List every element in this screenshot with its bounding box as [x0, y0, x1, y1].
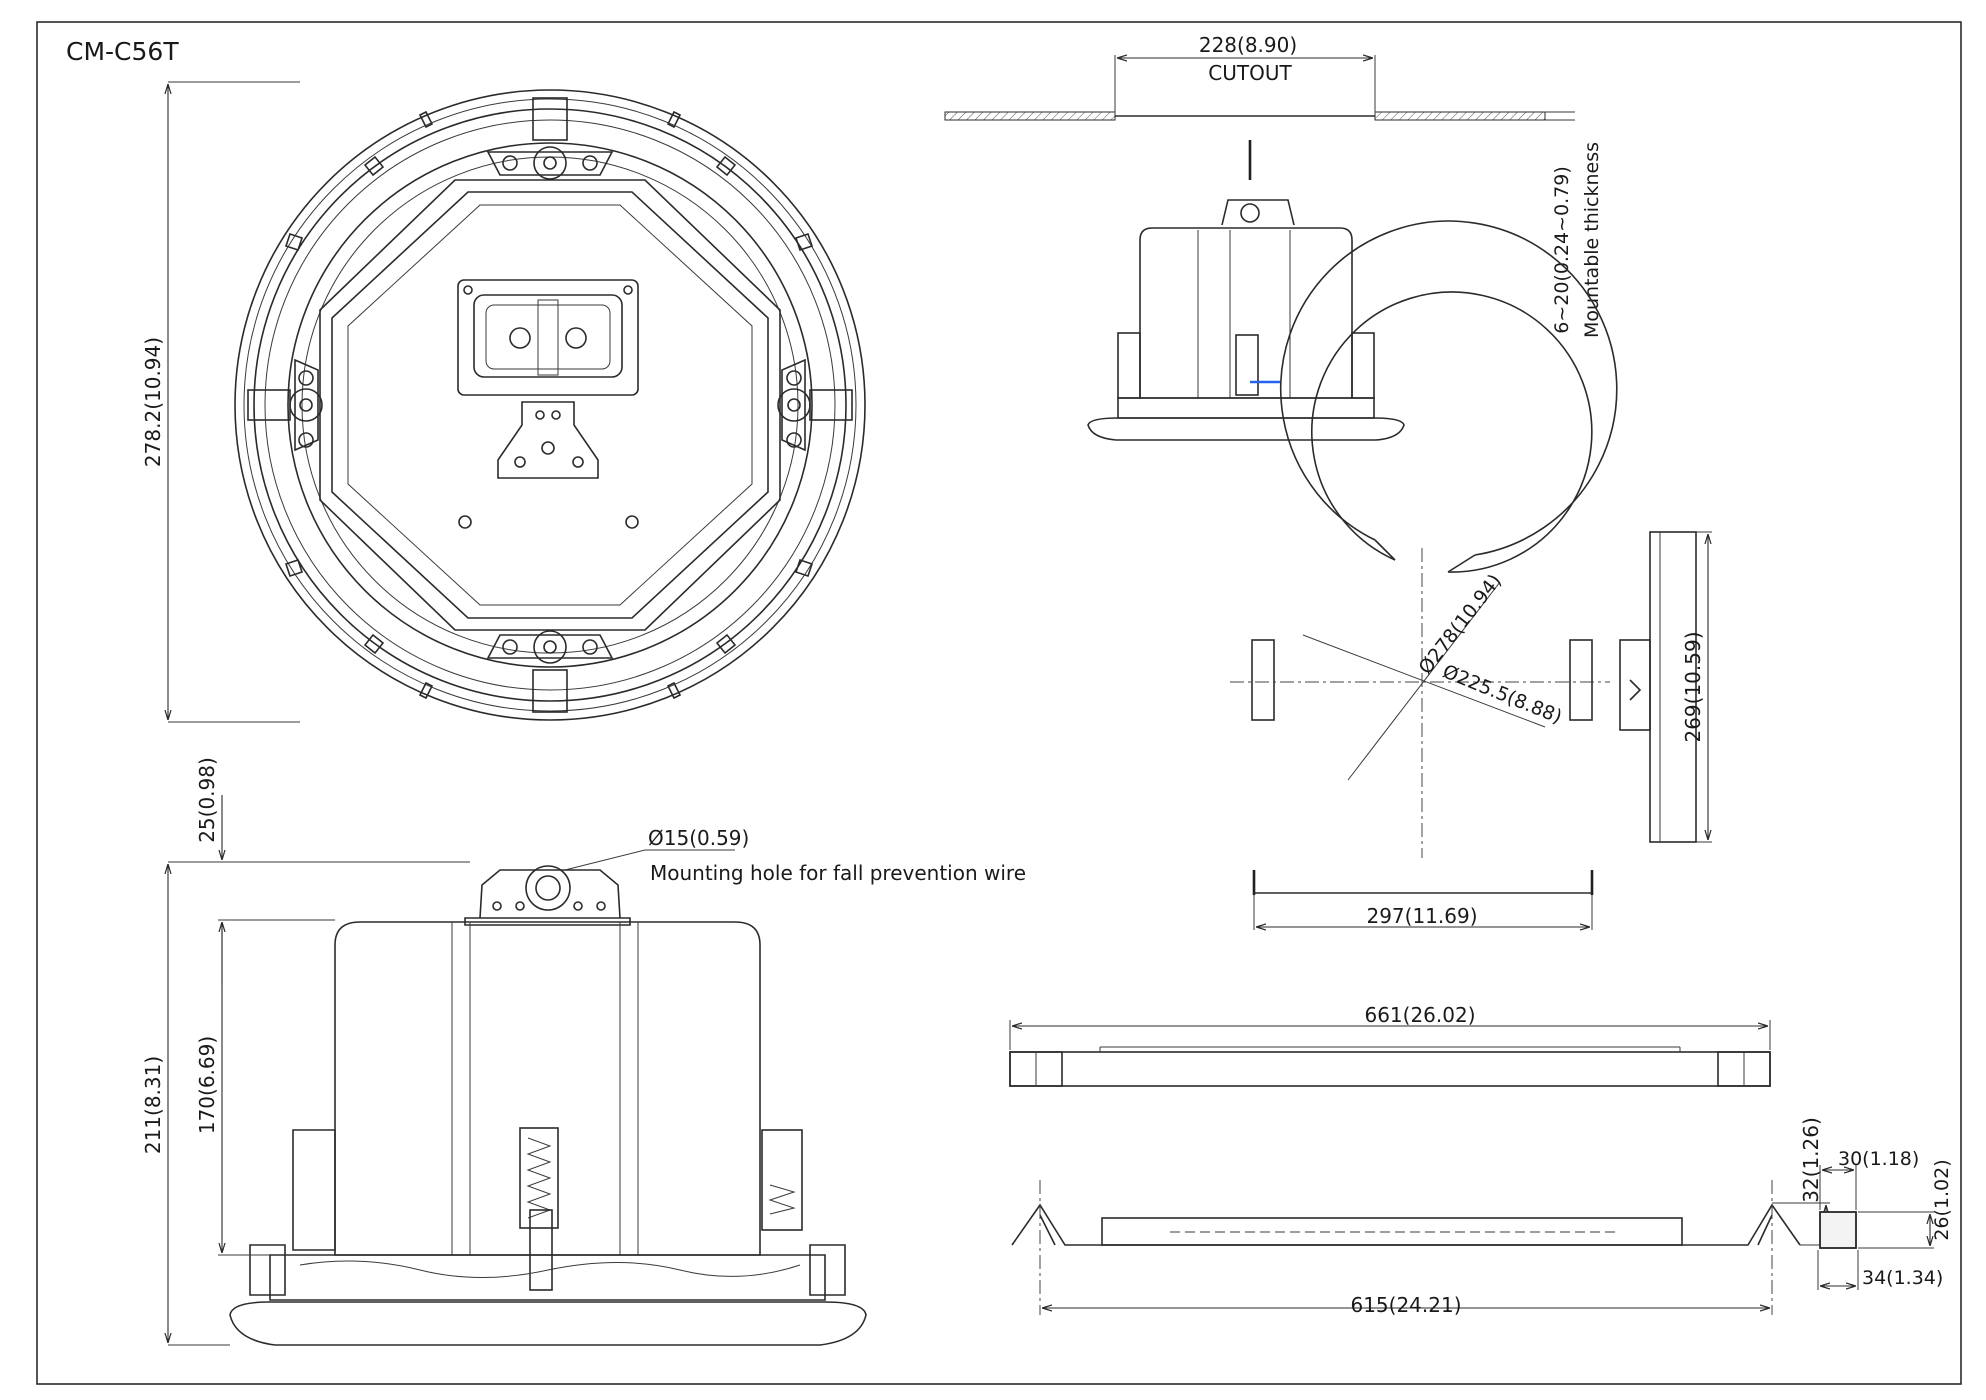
rail-length: 661(26.02) [1364, 1003, 1475, 1027]
front-bracket-right [777, 358, 853, 452]
side-body-height: 170(6.69) [195, 1036, 219, 1134]
mountable-label: Mountable thickness [1581, 142, 1603, 338]
rail-height: 32(1.26) [1799, 1117, 1823, 1203]
small-side-view [1087, 140, 1405, 441]
hole-diameter: Ø15(0.59) [648, 826, 749, 850]
terminal-block [457, 279, 639, 396]
sheet-border [36, 21, 1962, 1385]
cutout-dimension: 228(8.90) [1199, 33, 1297, 57]
mountable-dimension: 6~20(0.24~0.79) [1551, 166, 1573, 334]
front-bracket-bottom [486, 630, 614, 713]
front-bracket-left [247, 358, 323, 452]
rail-side-view: 615(24.21) 32(1.26) [1011, 1117, 1830, 1317]
front-bracket-top [486, 97, 614, 180]
ring-width: 297(11.69) [1366, 904, 1477, 928]
front-view: 278.2(10.94) [141, 81, 866, 723]
rail-span: 615(24.21) [1350, 1293, 1461, 1317]
ring-view: Ø278(10.94) Ø225.5(8.88) 297(11.69) 269(… [1230, 220, 1712, 930]
ring-outer-diameter: Ø278(10.94) [1415, 570, 1506, 678]
label-plate [497, 401, 599, 479]
front-height-label: 278.2(10.94) [141, 337, 165, 467]
side-view: 211(8.31) 170(6.69) 25(0.98) Ø15(0.59) M… [141, 757, 1026, 1346]
ring-height: 269(10.59) [1681, 631, 1705, 742]
model-title: CM-C56T [66, 37, 179, 66]
side-top-height: 25(0.98) [195, 757, 219, 843]
cutout-view: 228(8.90) CUTOUT 6~20(0.24~0.79) Mountab… [944, 33, 1603, 338]
hole-note: Mounting hole for fall prevention wire [650, 861, 1026, 885]
clip-width: 30(1.18) [1838, 1148, 1919, 1170]
clip-detail: 30(1.18) 26(1.02) 34(1.34) [1817, 1148, 1953, 1290]
clip-depth: 34(1.34) [1862, 1267, 1943, 1289]
rail-top-view: 661(26.02) [1009, 1003, 1771, 1087]
side-total-height: 211(8.31) [141, 1056, 165, 1154]
cutout-label: CUTOUT [1208, 61, 1292, 85]
clip-height: 26(1.02) [1931, 1159, 1953, 1240]
